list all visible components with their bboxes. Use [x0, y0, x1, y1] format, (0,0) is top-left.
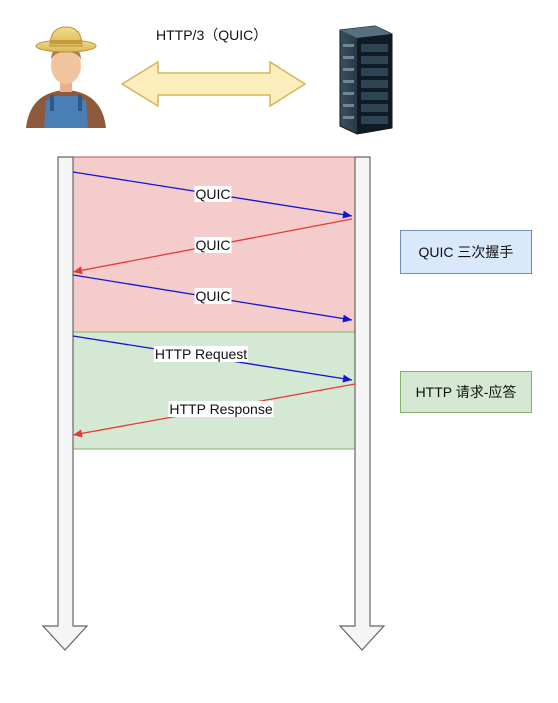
server-lifeline: [338, 156, 386, 651]
arrow-label-http-request: HTTP Request: [153, 346, 249, 362]
arrow-http-request-head: [342, 374, 352, 383]
http3-double-arrow: [120, 60, 307, 108]
server-rack-icon: [339, 25, 393, 135]
quic-handshake-label: QUIC 三次握手: [400, 230, 532, 274]
arrow-label-quic-3: QUIC: [194, 288, 232, 304]
http-exchange-label: HTTP 请求-应答: [400, 371, 532, 413]
arrow-label-quic-1: QUIC: [194, 186, 232, 202]
arrow-label-http-response: HTTP Response: [168, 401, 274, 417]
arrow-quic-2-head: [73, 266, 83, 275]
client-lifeline: [41, 156, 89, 651]
arrow-quic-1-head: [342, 210, 352, 219]
arrow-quic-3-head: [342, 314, 352, 323]
arrow-label-quic-2: QUIC: [194, 237, 232, 253]
arrow-http-response-head: [73, 429, 83, 438]
farmer-person-icon: [26, 26, 106, 128]
protocol-label: HTTP/3（QUIC）: [156, 27, 268, 43]
